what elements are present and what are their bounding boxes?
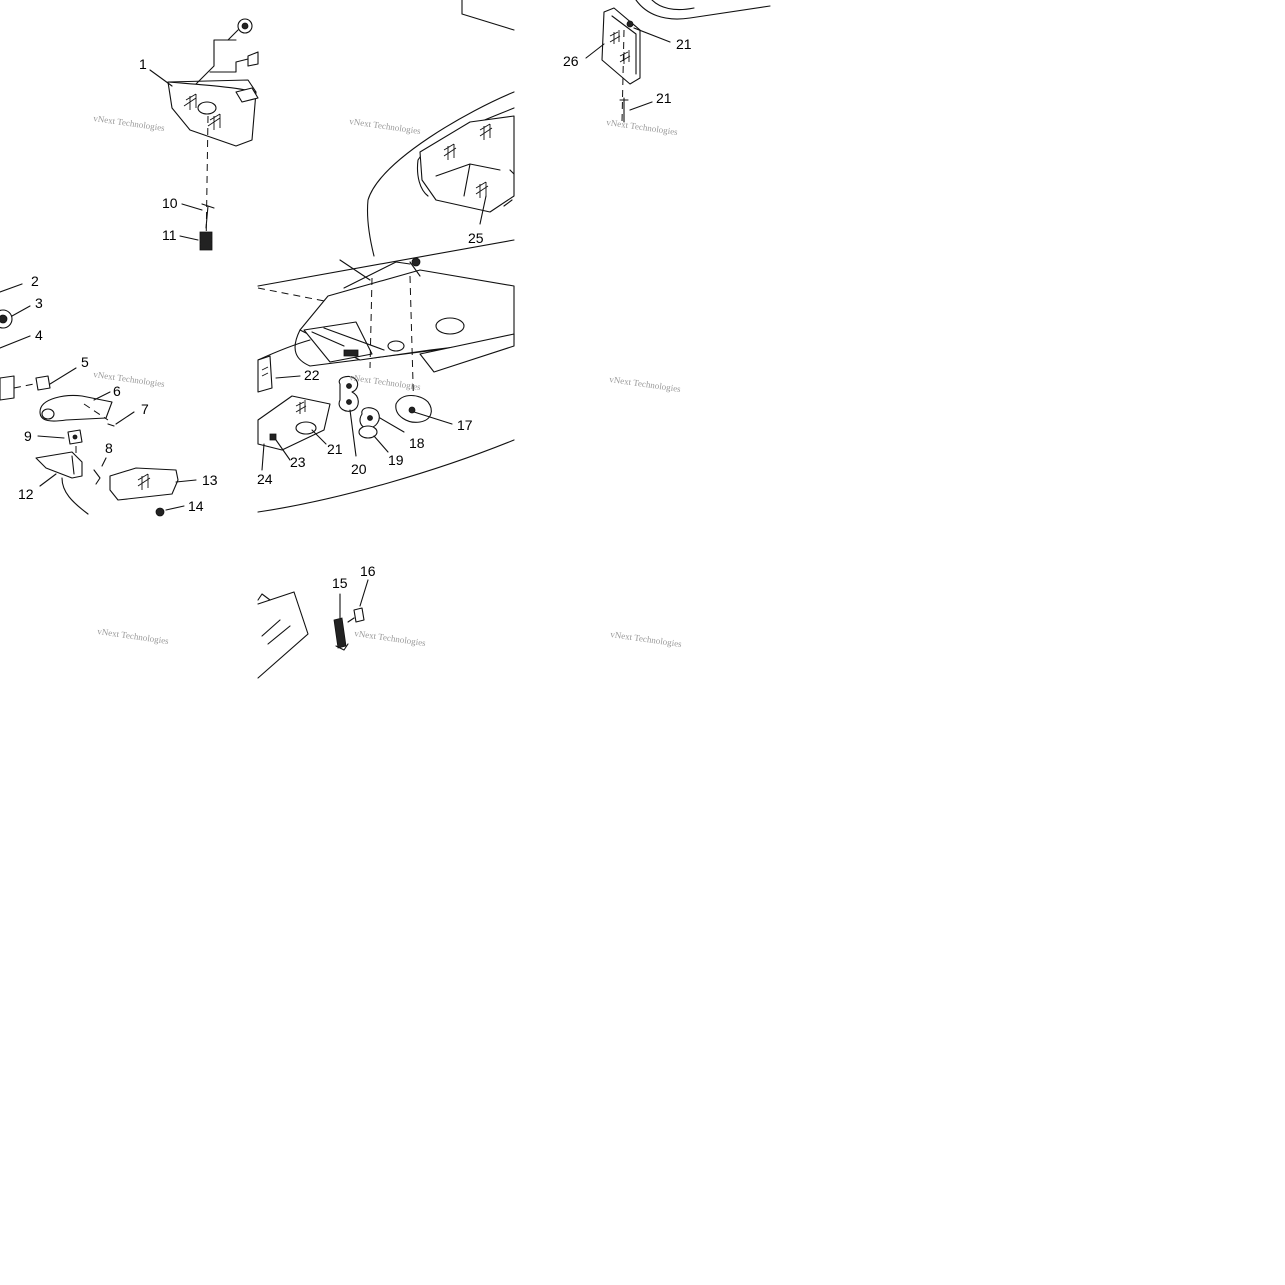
watermark-text: vNext Technologies [609,374,682,394]
callout-label: 3 [35,295,43,311]
callout-label: 2 [31,273,39,289]
callout-label: 14 [188,498,204,514]
callout-label: 21 [676,36,692,52]
callout-label: 19 [388,452,404,468]
watermark-text: vNext Technologies [93,369,166,389]
watermark-text: vNext Technologies [349,116,422,136]
callout-label: 20 [351,461,367,477]
callout-label: 5 [81,354,89,370]
watermarks: vNext Technologies vNext Technologies vN… [93,113,683,649]
callout-label: 21 [656,90,672,106]
callout-label: 26 [563,53,579,69]
callout-label: 7 [141,401,149,417]
callout-label: 25 [468,230,484,246]
callout-labels: 1 2 3 4 5 6 7 8 9 10 11 12 13 14 15 16 1… [18,36,692,591]
callout-label: 8 [105,440,113,456]
callout-label: 13 [202,472,218,488]
panel-hinge-hardware [0,283,197,517]
callout-label: 12 [18,486,34,502]
panel-mirror-bracket [585,0,771,123]
callout-label: 15 [332,575,348,591]
watermark-text: vNext Technologies [354,628,427,648]
callout-label: 18 [409,435,425,451]
panel-body-rear [257,239,515,513]
panel-body-upper [366,0,515,257]
callout-label: 6 [113,383,121,399]
callout-label: 9 [24,428,32,444]
watermark-text: vNext Technologies [97,626,170,646]
callout-label: 4 [35,327,43,343]
callout-label: 22 [304,367,320,383]
watermark-text: vNext Technologies [349,372,422,392]
callout-label: 21 [327,441,343,457]
panel-latch [257,579,369,679]
callout-label: 10 [162,195,178,211]
callout-label: 1 [139,56,147,72]
callout-label: 24 [257,471,273,487]
callout-label: 11 [162,227,177,243]
callout-label: 16 [360,563,376,579]
callout-label: 23 [290,454,306,470]
watermark-text: vNext Technologies [93,113,166,133]
callout-label: 17 [457,417,473,433]
watermark-text: vNext Technologies [610,629,683,649]
panel-hood-front [149,18,259,251]
watermark-text: vNext Technologies [606,117,679,137]
